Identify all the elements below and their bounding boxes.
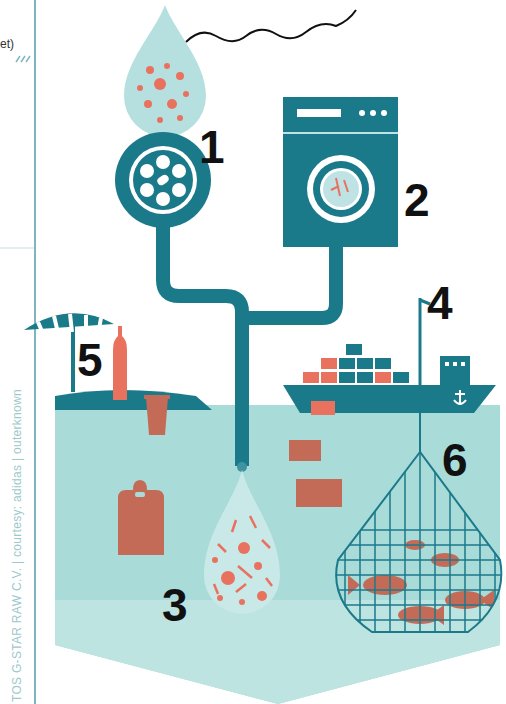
water-drop <box>124 5 206 137</box>
microplastic-dot <box>167 99 177 109</box>
umbrella-stripes <box>38 314 101 336</box>
drain-hole <box>140 164 154 178</box>
callout-number: 3 <box>162 582 188 628</box>
containers <box>303 344 409 383</box>
plastic-bag <box>118 480 164 555</box>
cabin-window <box>461 362 465 366</box>
drain-hole <box>156 173 170 186</box>
photo-credit: TOS G-STAR RAW C.V. | courtesy: adidas |… <box>11 389 23 702</box>
debris <box>311 401 335 415</box>
microplastic-dot <box>164 63 170 69</box>
microplastic-dot <box>212 557 218 563</box>
container <box>357 372 373 383</box>
machine-button <box>370 110 376 116</box>
microplastic-dot <box>177 115 183 121</box>
microplastic-dot <box>157 117 163 123</box>
debris <box>289 440 321 461</box>
drain-ring <box>115 132 211 228</box>
machine-button <box>381 110 387 116</box>
microplastic-dots <box>212 542 267 605</box>
wavy-line <box>186 10 356 42</box>
anchor-symbol <box>454 390 466 404</box>
washer-pipe <box>242 245 336 318</box>
machine-display <box>297 109 341 117</box>
fish <box>363 575 407 595</box>
hatch-mark <box>16 56 30 62</box>
net-mesh <box>330 450 506 640</box>
drain-pipe <box>163 225 242 466</box>
container <box>357 358 373 369</box>
ship-cabin <box>440 356 470 386</box>
net <box>336 452 501 632</box>
microplastic-fibres <box>214 516 272 594</box>
drain-hole <box>156 192 170 206</box>
sea <box>55 405 500 704</box>
microplastic-dots <box>137 63 189 123</box>
microplastic-dot <box>137 85 143 91</box>
microplastic-dot <box>254 562 262 570</box>
container <box>375 372 391 383</box>
beach <box>55 390 212 410</box>
container <box>339 372 355 383</box>
drain-holes <box>140 155 186 206</box>
fibres <box>331 178 348 196</box>
container <box>339 358 355 369</box>
cabin-window <box>453 362 457 366</box>
microplastic-dot <box>154 78 166 90</box>
water-drop <box>204 470 280 614</box>
callout-number: 6 <box>442 437 468 483</box>
cup <box>146 397 168 435</box>
drain-hole <box>140 183 154 197</box>
drain-hole <box>156 155 170 169</box>
machine-button <box>359 110 365 116</box>
callout-number: 4 <box>427 280 453 326</box>
debris <box>296 479 342 507</box>
washing-machine <box>283 97 398 247</box>
callout-number: 2 <box>404 177 430 223</box>
microplastic-dot <box>238 542 250 554</box>
cut-off-text: et) <box>0 38 14 50</box>
machine-drum <box>323 171 359 207</box>
fish <box>348 540 494 625</box>
container <box>303 372 319 383</box>
cabin-window <box>445 362 449 366</box>
microplastic-dot <box>217 595 223 601</box>
drain-grate <box>129 146 197 214</box>
microplastic-dot <box>146 66 154 74</box>
drain-grate <box>133 150 193 210</box>
sidebar-rule <box>0 248 34 249</box>
container <box>321 372 337 383</box>
microplastic-dot <box>144 100 152 108</box>
drain-hole <box>172 183 186 197</box>
microplastic-dot <box>221 571 235 585</box>
net-line <box>419 386 421 452</box>
container <box>375 358 391 369</box>
callout-number: 1 <box>199 124 225 170</box>
callout-number: 5 <box>77 337 103 383</box>
net-fill <box>330 450 506 640</box>
microplastic-dot <box>239 599 245 605</box>
machine-door <box>313 161 369 217</box>
container <box>346 344 362 355</box>
machine-door <box>307 155 375 223</box>
machine-panel-line <box>283 132 398 134</box>
cup-lid <box>144 395 170 399</box>
microplastic-dot <box>176 72 184 80</box>
machine-drum <box>320 168 362 210</box>
mast <box>419 298 422 386</box>
container <box>321 358 337 369</box>
sidebar-rule <box>34 0 36 704</box>
drain-hole <box>172 164 186 178</box>
fish-tail <box>348 575 494 625</box>
bottle <box>113 326 127 400</box>
container <box>393 372 409 383</box>
bag-handle <box>135 492 145 497</box>
microplastic-dot <box>257 591 267 601</box>
microplastic-dot <box>183 91 189 97</box>
